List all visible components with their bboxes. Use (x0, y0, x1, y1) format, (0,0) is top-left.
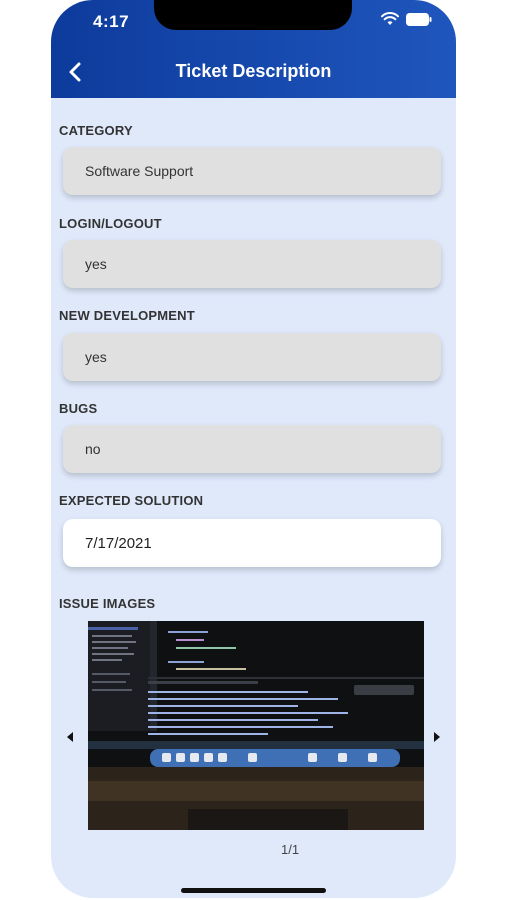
phone-screen: 4:17 Ticket Description CATEGORY Softwar… (51, 0, 456, 898)
expected-solution-label: EXPECTED SOLUTION (59, 493, 204, 508)
battery-icon (406, 12, 432, 26)
status-time: 4:17 (93, 12, 130, 31)
chevron-left-icon[interactable] (66, 732, 74, 742)
page-title: Ticket Description (175, 61, 332, 81)
expected-solution-field[interactable]: 7/17/2021 (63, 519, 441, 567)
category-label: CATEGORY (59, 123, 133, 138)
home-indicator[interactable] (181, 888, 326, 893)
status-icons (381, 12, 432, 26)
app-header: 4:17 Ticket Description (51, 0, 456, 98)
bugs-field: no (63, 425, 441, 473)
login-logout-field: yes (63, 240, 441, 288)
back-chevron-icon[interactable] (63, 58, 89, 86)
new-development-label: NEW DEVELOPMENT (59, 308, 195, 323)
issue-images-label: ISSUE IMAGES (59, 596, 156, 611)
chevron-right-icon[interactable] (433, 732, 441, 742)
bugs-label: BUGS (59, 401, 98, 416)
notch (154, 0, 352, 30)
login-logout-label: LOGIN/LOGOUT (59, 216, 162, 231)
image-pager: 1/1 (281, 842, 300, 857)
issue-image[interactable] (88, 621, 424, 830)
category-field: Software Support (63, 147, 441, 195)
new-development-field: yes (63, 333, 441, 381)
wifi-icon (381, 12, 399, 25)
